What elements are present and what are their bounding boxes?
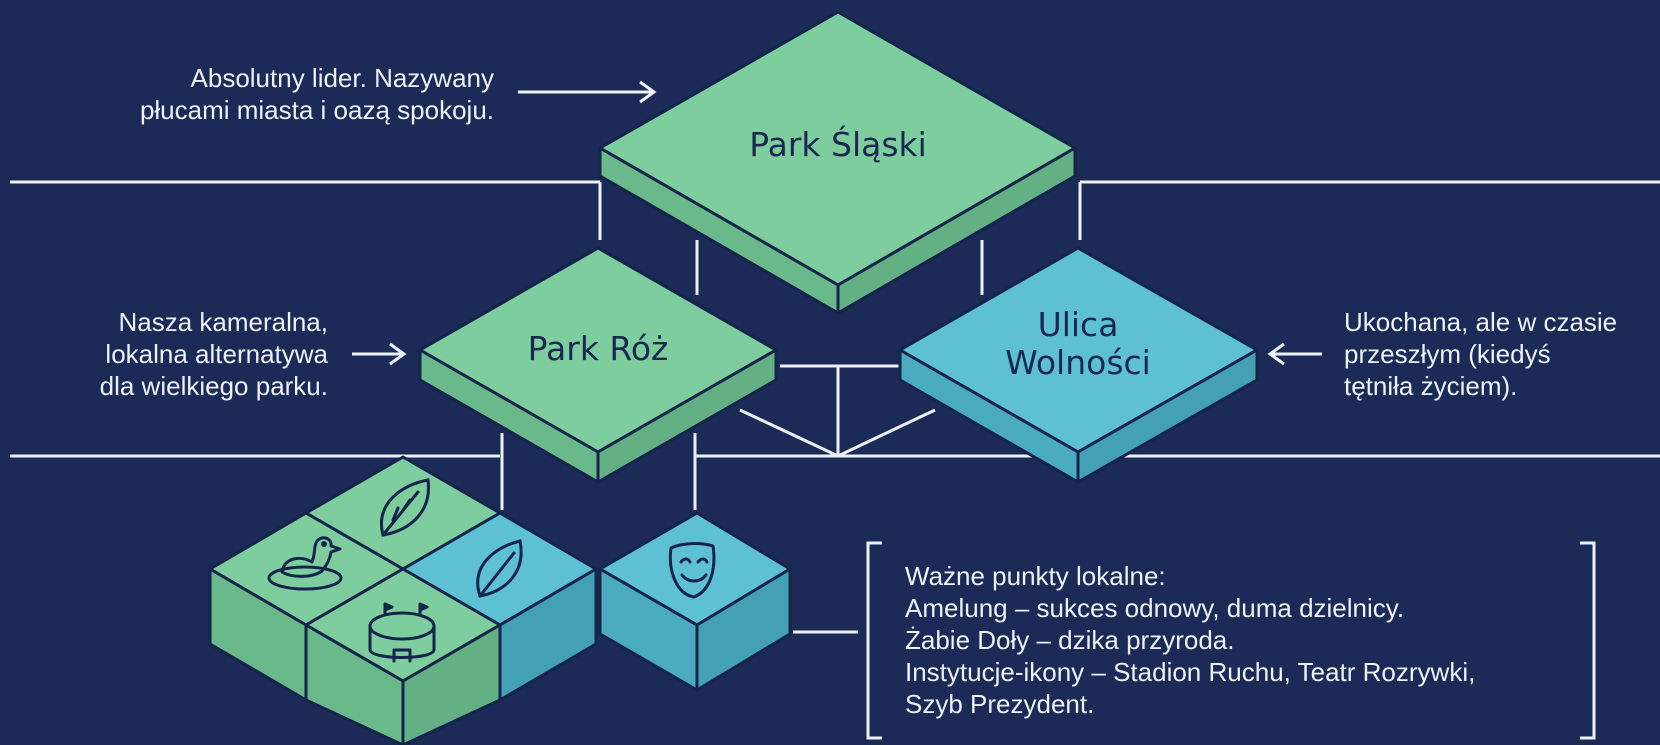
- annotation-line: przeszłym (kiedyś: [1344, 339, 1551, 369]
- ulica-wolnosci-label: Ulica Wolności: [960, 306, 1196, 382]
- annotation-line: Absolutny lider. Nazywany: [190, 63, 494, 93]
- arrow-to-ulica-wolnosci: [1267, 342, 1322, 366]
- local-point-item: Szyb Prezydent.: [905, 689, 1095, 719]
- annotation-line: dla wielkiego parku.: [99, 371, 328, 401]
- annotation-line: płucami miasta i oazą spokoju.: [139, 95, 494, 125]
- ulica-wolnosci-annotation: Ukochana, ale w czasie przeszłym (kiedyś…: [1344, 306, 1617, 402]
- arrow-to-park-slaski: [518, 80, 657, 104]
- local-point-item: Amelung – sukces odnowy, duma dzielnicy.: [905, 593, 1405, 623]
- park-slaski-label: Park Śląski: [749, 125, 927, 164]
- park-roz-tile: [418, 246, 778, 484]
- park-slaski-tile: [598, 10, 1077, 315]
- stadium-icon: [368, 602, 436, 663]
- local-point-item: Instytucje-ikony – Stadion Ruchu, Teatr …: [905, 657, 1476, 687]
- annotation-line: lokalna alternatywa: [105, 339, 328, 369]
- leaf-icon: [476, 539, 523, 598]
- cube-theater: [598, 511, 792, 692]
- ulica-wolnosci-tile: [898, 246, 1259, 484]
- annotation-line: Ukochana, ale w czasie: [1344, 307, 1618, 337]
- local-point-item: Żabie Doły – dzika przyroda.: [905, 625, 1235, 655]
- ulica-wolnosci-label-line1: Ulica: [1037, 305, 1119, 344]
- duck-icon: [267, 536, 343, 591]
- local-icon-cubes: [208, 455, 792, 745]
- annotation-line: tętniła życiem).: [1344, 371, 1518, 401]
- cube-stadium: [304, 567, 502, 745]
- local-points-bracket: [866, 541, 1596, 740]
- connector-lines: [10, 180, 1660, 634]
- local-points-title: Ważne punkty lokalne:: [905, 561, 1166, 591]
- park-slaski-annotation: Absolutny lider. Nazywany płucami miasta…: [140, 62, 494, 126]
- theater-mask-icon: [668, 542, 716, 599]
- annotation-line: Nasza kameralna,: [118, 307, 328, 337]
- leaf-icon: [380, 478, 430, 537]
- park-roz-annotation: Nasza kameralna, lokalna alternatywa dla…: [100, 306, 328, 402]
- park-roz-label: Park Róż: [527, 329, 669, 368]
- ulica-wolnosci-label-line2: Wolności: [1005, 343, 1151, 382]
- local-points-notes: Ważne punkty lokalne: Amelung – sukces o…: [905, 560, 1475, 720]
- arrow-to-park-roz: [352, 342, 407, 366]
